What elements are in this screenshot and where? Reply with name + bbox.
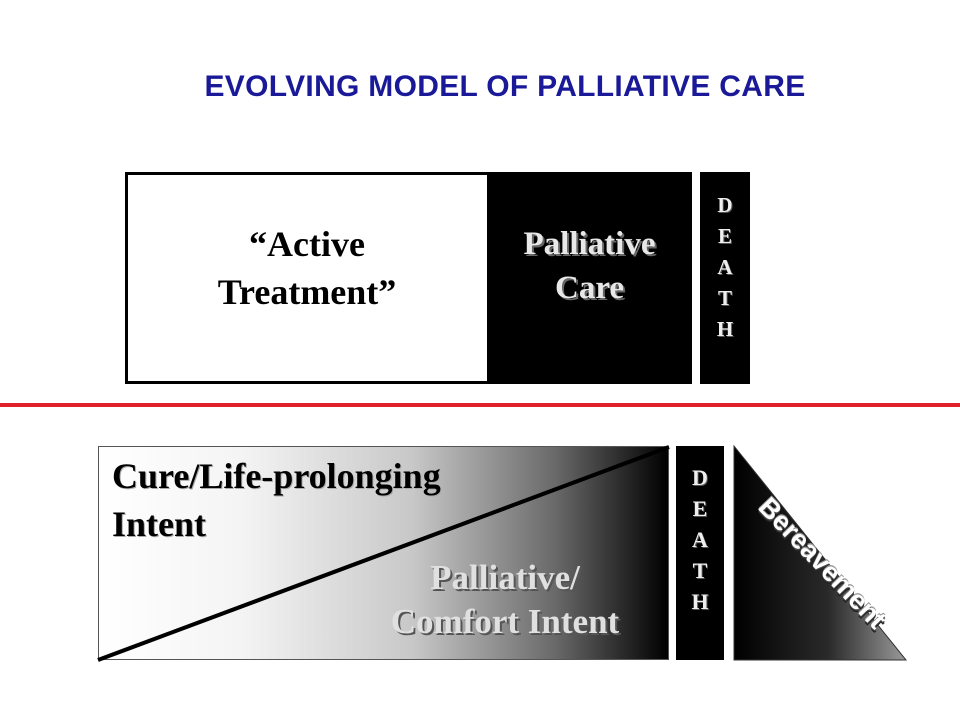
cure-intent-line-1: Cure/Life-prolonging: [112, 456, 441, 496]
comfort-intent-line-1: Palliative/: [430, 558, 580, 597]
active-treatment-line-1: “Active: [249, 224, 365, 264]
death-top-letter: E: [717, 224, 732, 248]
active-treatment-label: “Active Treatment”: [127, 220, 487, 316]
death-bar-bottom: [676, 446, 724, 660]
comfort-intent-line-2: Comfort Intent: [390, 602, 620, 641]
death-bottom-letter: T: [692, 558, 708, 583]
comfort-intent-label: Palliative/ Comfort Intent: [360, 556, 650, 644]
bereavement-triangle: [733, 444, 908, 661]
active-treatment-line-2: Treatment”: [217, 272, 397, 312]
death-top-letter: H: [716, 317, 734, 341]
title-area: EVOLVING MODEL OF PALLIATIVE CARE: [0, 0, 960, 130]
palliative-care-box: [487, 172, 692, 384]
death-bottom-letter: D: [692, 465, 708, 490]
death-top-letter: T: [717, 286, 732, 310]
cure-intent-line-2: Intent: [112, 504, 207, 544]
cure-intent-label: Cure/Life-prolonging Intent: [112, 452, 532, 548]
death-bottom-letter: E: [692, 496, 708, 521]
death-bottom-letter: H: [691, 589, 709, 614]
intent-diagonal-line: [97, 445, 670, 662]
page-title: EVOLVING MODEL OF PALLIATIVE CARE: [204, 70, 806, 103]
red-divider-line: [0, 403, 960, 407]
palliative-care-label: Palliative Care: [487, 222, 692, 310]
death-label-top: D E A T H: [700, 190, 750, 345]
death-top-letter: A: [717, 255, 733, 279]
palliative-care-line-1: Palliative: [523, 226, 656, 262]
palliative-care-line-2: Care: [554, 270, 625, 306]
death-bottom-letter: A: [692, 527, 708, 552]
death-top-letter: D: [717, 193, 733, 217]
death-label-bottom: D E A T H: [676, 462, 724, 617]
death-bar-top: [700, 172, 750, 384]
